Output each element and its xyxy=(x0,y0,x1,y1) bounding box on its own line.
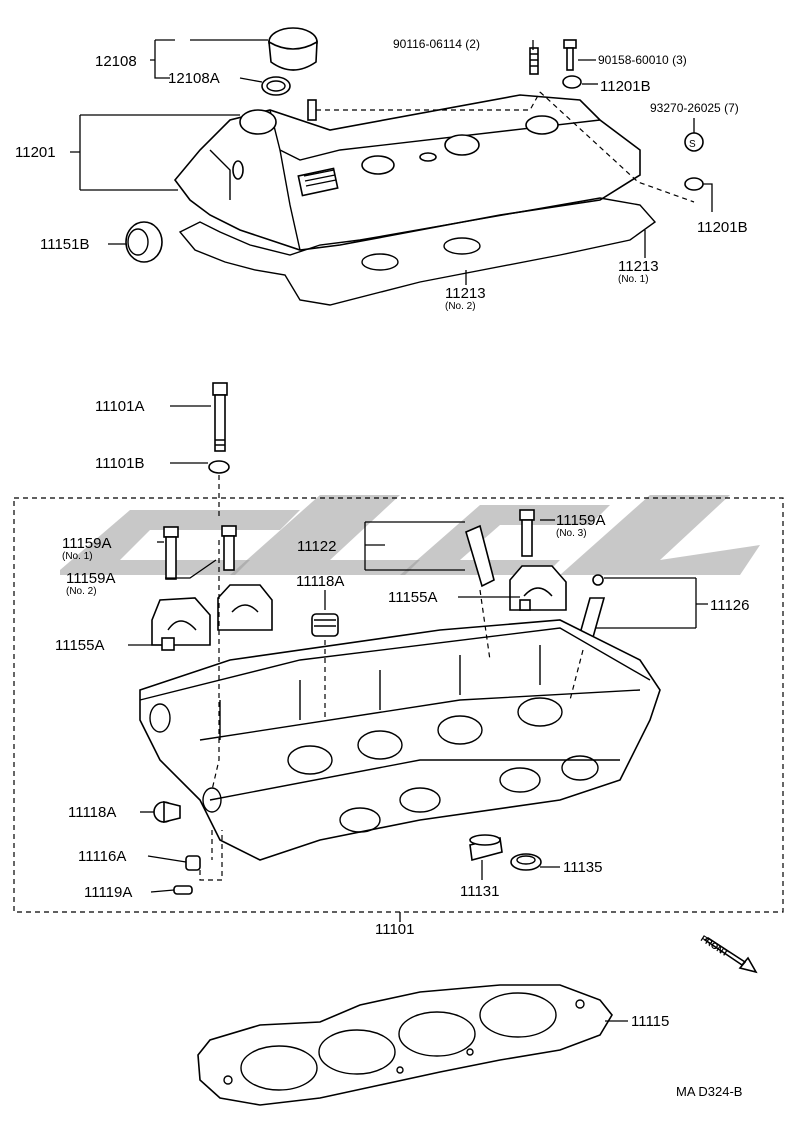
label-11151B: 11151B xyxy=(40,236,90,253)
label-11155A-left: 11155A xyxy=(55,637,105,654)
oil-filler-cap xyxy=(261,27,318,96)
diagram-code: MA D324-B xyxy=(676,1084,742,1099)
label-s-mark: S xyxy=(689,139,696,150)
label-11116A: 11116A xyxy=(78,848,126,865)
leaders-head xyxy=(128,475,708,922)
bearing-cap-left xyxy=(151,584,273,646)
bolt-11159A-no2 xyxy=(221,525,237,571)
label-11159A-no1-sub: (No. 1) xyxy=(62,551,93,562)
label-11213-no2: 11213 xyxy=(445,285,486,302)
label-11201B-top: 11201B xyxy=(600,78,651,95)
label-11115: 11115 xyxy=(631,1013,669,1030)
label-11201: 11201 xyxy=(15,144,56,161)
label-11159A-no3: 11159A xyxy=(556,512,606,529)
bolt-11159A-no1 xyxy=(163,526,179,580)
plug-11118A-bottom xyxy=(153,800,181,824)
tube-11122 xyxy=(465,524,495,588)
bolt-11101A xyxy=(212,382,228,452)
bolt-90158 xyxy=(563,39,577,71)
label-11213-no1-sub: (No. 1) xyxy=(618,274,649,285)
label-11159A-no1: 11159A xyxy=(62,535,112,552)
label-11159A-no2-sub: (No. 2) xyxy=(66,586,97,597)
label-11122: 11122 xyxy=(297,538,337,555)
head-assembly-boundary xyxy=(13,497,784,913)
stud-90116 xyxy=(529,47,539,75)
label-11101A: 11101A xyxy=(95,398,145,415)
label-90116: 90116-06114 (2) xyxy=(393,37,480,51)
dowel-11155A-mid xyxy=(519,599,531,611)
plug-11118A-top xyxy=(311,613,339,637)
label-11118A-top: 11118A xyxy=(296,573,344,590)
watermark-logo xyxy=(60,495,760,575)
seal-11131 xyxy=(469,834,503,862)
grommet-11201B-right xyxy=(684,177,704,191)
label-11131: 11131 xyxy=(460,883,500,900)
washer-11101B xyxy=(208,460,230,474)
label-11213-no2-sub: (No. 2) xyxy=(445,301,476,312)
label-11159A-no2: 11159A xyxy=(66,570,116,587)
label-93270: 93270-26025 (7) xyxy=(650,101,739,115)
grommet-11201B-top xyxy=(562,75,582,89)
bolt-11159A-no3 xyxy=(519,509,535,557)
seal-11151B xyxy=(125,221,163,263)
leaders-bolt xyxy=(170,405,211,464)
label-12108A: 12108A xyxy=(168,70,220,87)
dowel-11116A xyxy=(185,855,201,871)
seal-11135 xyxy=(510,853,542,871)
bearing-cap-right xyxy=(509,565,567,611)
label-90158: 90158-60010 (3) xyxy=(598,53,687,67)
label-11135: 11135 xyxy=(563,859,603,876)
label-11119A: 11119A xyxy=(84,884,132,901)
dowel-11155A-left xyxy=(161,637,175,651)
label-11155A-mid: 11155A xyxy=(388,589,438,606)
label-11126: 11126 xyxy=(710,597,750,614)
front-arrow xyxy=(703,937,758,974)
label-front: FRONT xyxy=(699,933,731,959)
label-11118A-bottom: 11118A xyxy=(68,804,116,821)
label-11201B-right: 11201B xyxy=(697,219,748,236)
head-gasket xyxy=(197,984,628,1106)
cover-gasket xyxy=(178,197,657,306)
label-11213-no1: 11213 xyxy=(618,258,659,275)
label-11159A-no3-sub: (No. 3) xyxy=(556,528,587,539)
label-12108: 12108 xyxy=(95,53,137,70)
leaders-top xyxy=(70,39,713,285)
cylinder-head-cover xyxy=(173,94,641,251)
cylinder-head xyxy=(139,619,661,861)
label-11101: 11101 xyxy=(375,921,415,938)
pin-11119A xyxy=(173,885,193,895)
pin-near-cover xyxy=(307,99,317,121)
label-11101B: 11101B xyxy=(95,455,145,472)
